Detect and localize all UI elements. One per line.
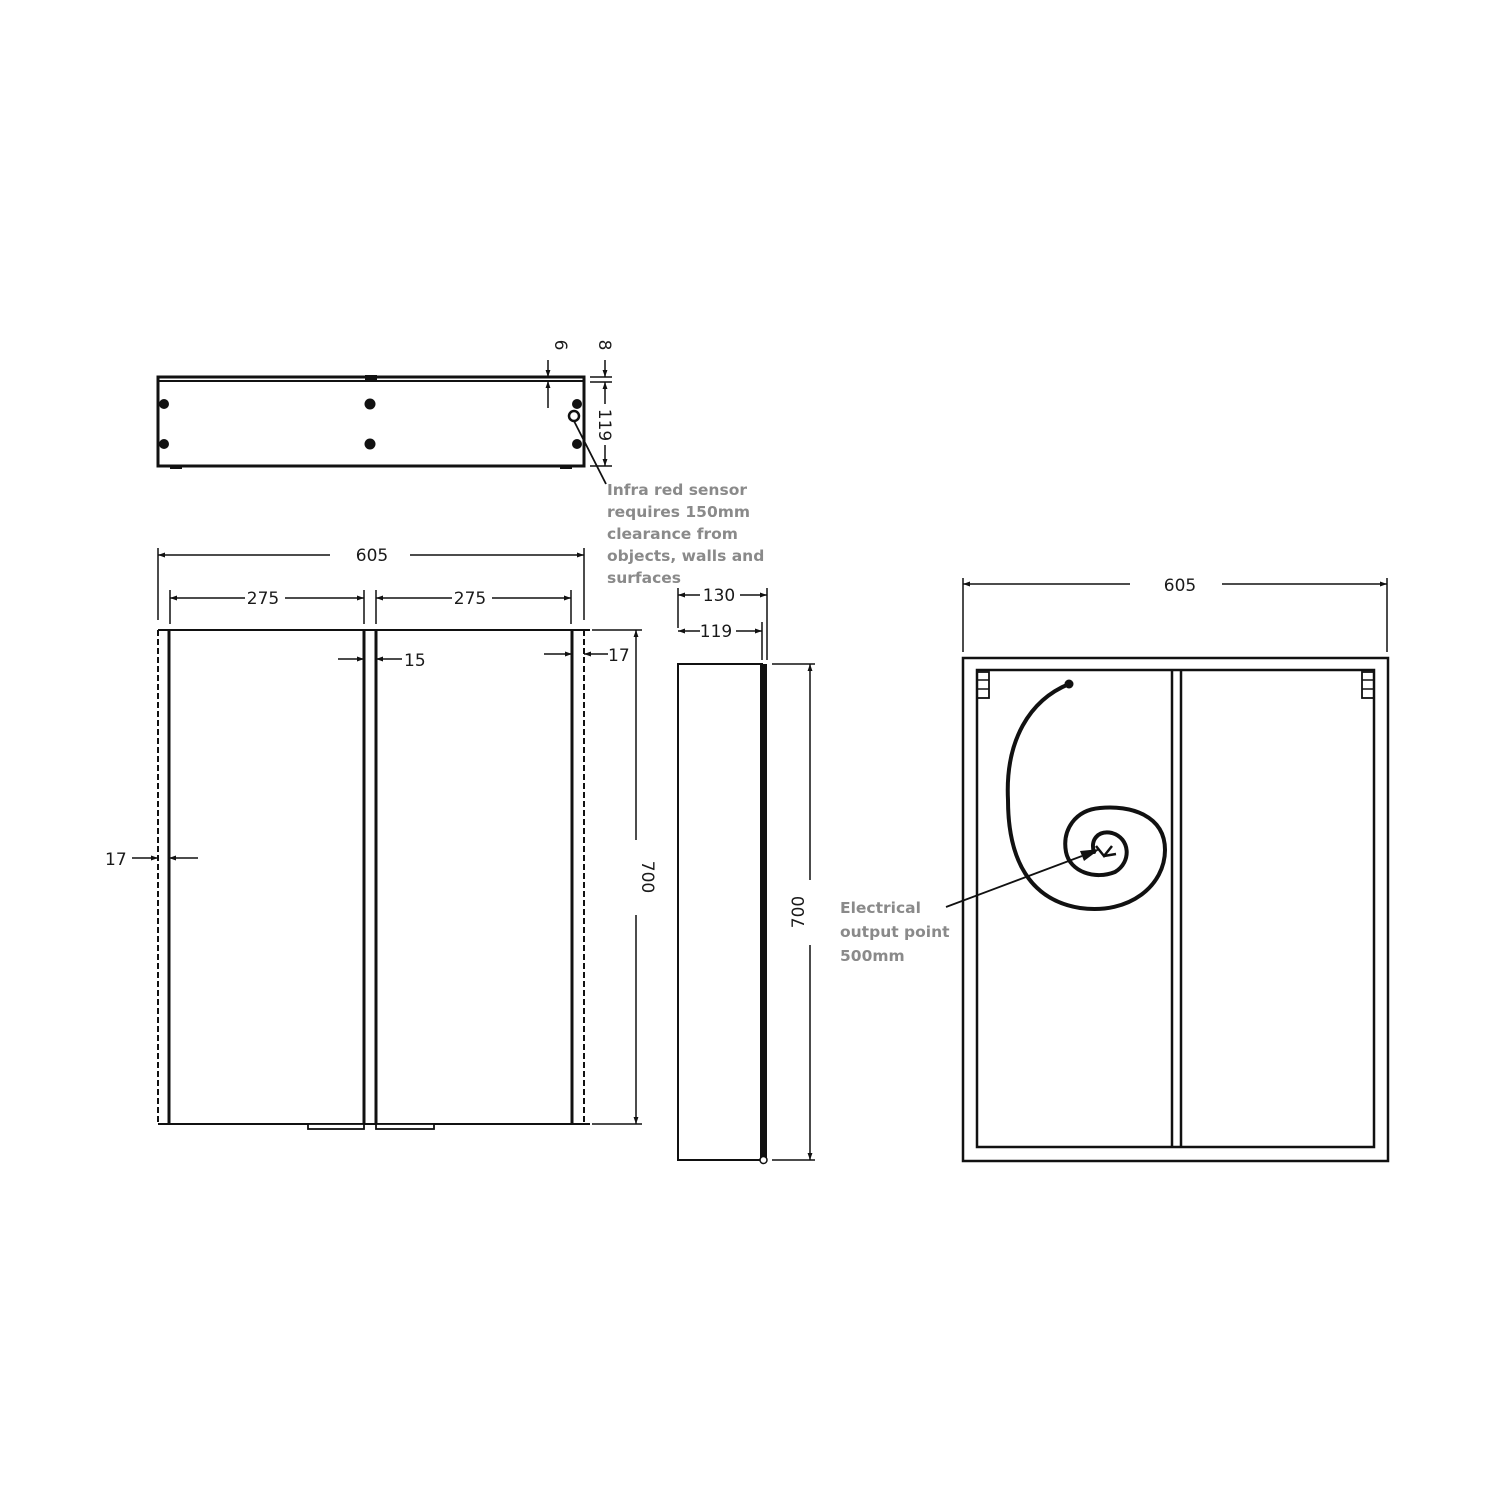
dim-6: 6 bbox=[550, 340, 570, 351]
dim-8: 8 bbox=[594, 340, 614, 351]
mirror-door-edge bbox=[760, 664, 767, 1160]
dim-275-right: 275 bbox=[454, 589, 486, 609]
hinge-icon-left bbox=[976, 671, 990, 699]
back-view: 605 Electrical output point 500mm bbox=[840, 576, 1390, 1163]
sensor-note: Infra red sensor requires 150mm clearanc… bbox=[607, 481, 770, 587]
dim-605-back: 605 bbox=[1164, 576, 1196, 596]
dim-119-top: 119 bbox=[594, 409, 614, 441]
dim-605-front: 605 bbox=[356, 546, 388, 566]
cable-note: Electrical output point 500mm bbox=[840, 899, 955, 965]
dim-17-left: 17 bbox=[105, 850, 127, 870]
power-cable-icon bbox=[1005, 682, 1168, 911]
hinge-dots bbox=[159, 398, 582, 450]
dim-119-side: 119 bbox=[700, 622, 732, 642]
dim-700-side: 700 bbox=[789, 896, 809, 928]
infrared-sensor-icon bbox=[567, 409, 581, 423]
dim-130: 130 bbox=[703, 586, 735, 606]
hinge-icon-right bbox=[1361, 671, 1375, 699]
front-view: 605 275 275 15 17 bbox=[105, 546, 657, 1130]
left-door-handle bbox=[307, 1123, 365, 1130]
dim-700-front: 700 bbox=[637, 861, 657, 893]
side-view: 130 119 700 bbox=[677, 586, 815, 1165]
dim-15: 15 bbox=[404, 651, 426, 671]
top-view: 6 8 119 Infra red sensor requires 150mm … bbox=[156, 340, 770, 587]
dim-275-left: 275 bbox=[247, 589, 279, 609]
right-door-handle bbox=[375, 1123, 435, 1130]
dim-17-right: 17 bbox=[608, 646, 630, 666]
